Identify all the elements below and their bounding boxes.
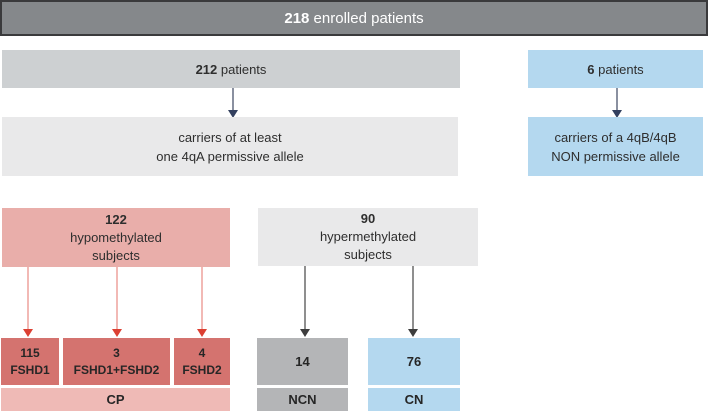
outcome-ncn-box: 14 <box>257 338 348 385</box>
dark-down-arrow-icon-ncn <box>300 329 310 337</box>
non-permissive-patients-text: 6 patients <box>587 60 643 79</box>
dark-arrow-line-cn <box>412 266 414 329</box>
outcome-cn-count: 76 <box>406 354 422 369</box>
carriers-4qb-line1: carriers of a 4qB/4qB <box>554 129 677 145</box>
carriers-4qb-line2: NON permissive allele <box>551 148 680 164</box>
carriers-4qa-line1: carriers of at least <box>178 129 282 145</box>
group-cn-bar: CN <box>368 388 460 411</box>
group-ncn-label: NCN <box>288 392 317 407</box>
dark-arrow-line-ncn <box>304 266 306 329</box>
red-arrow-line-fshd1 <box>27 267 29 329</box>
hypomethylated-box: 122 hypomethylated subjects <box>2 208 230 267</box>
outcome-ncn-count: 14 <box>295 354 310 369</box>
outcome-fshd1-fshd2-count: 3 <box>113 345 120 360</box>
hypermethylated-count: 90 <box>360 211 376 226</box>
enrolled-count: 218 <box>284 9 310 27</box>
down-arrow-icon-permissive <box>228 110 238 118</box>
dark-down-arrow-icon-cn <box>408 329 418 337</box>
hypermethylated-line1: hypermethylated <box>319 229 417 244</box>
red-down-arrow-icon-fshd1-fshd2 <box>112 329 122 337</box>
red-down-arrow-icon-fshd1 <box>23 329 33 337</box>
enrolled-patients-banner: 218 enrolled patients <box>0 0 708 36</box>
outcome-fshd2-count: 4 <box>198 345 206 360</box>
non-permissive-patients-label: patients <box>594 61 644 77</box>
non-permissive-patients-count: 6 <box>587 61 595 77</box>
group-cn-label: CN <box>404 392 424 407</box>
carriers-4qb-box: carriers of a 4qB/4qB NON permissive all… <box>528 117 703 176</box>
red-down-arrow-icon-fshd2 <box>197 329 207 337</box>
outcome-fshd1-fshd2-label: FSHD1+FSHD2 <box>73 362 160 377</box>
down-arrow-icon-non-permissive <box>612 110 622 118</box>
permissive-patients-count: 212 <box>195 61 218 77</box>
outcome-fshd1-label: FSHD1 <box>10 362 50 377</box>
outcome-fshd1-box: 115 FSHD1 <box>1 338 59 385</box>
carriers-4qa-box: carriers of at least one 4qA permissive … <box>2 117 458 176</box>
red-arrow-line-fshd1-fshd2 <box>116 267 118 329</box>
permissive-patients-box: 212 patients <box>2 50 460 88</box>
group-cp-label: CP <box>106 392 125 407</box>
outcome-fshd1-fshd2-box: 3 FSHD1+FSHD2 <box>63 338 170 385</box>
outcome-fshd2-label: FSHD2 <box>182 362 222 377</box>
outcome-fshd1-count: 115 <box>20 345 40 360</box>
outcome-fshd2-box: 4 FSHD2 <box>174 338 230 385</box>
hypomethylated-line1: hypomethylated <box>70 229 162 245</box>
hypermethylated-line2: subjects <box>344 247 392 262</box>
enrolled-patients-text: 218 enrolled patients <box>284 9 423 28</box>
group-ncn-bar: NCN <box>257 388 348 411</box>
hypomethylated-line2: subjects <box>92 247 140 263</box>
down-arrow-line-permissive <box>232 88 234 110</box>
enrolled-label: enrolled patients <box>309 9 424 27</box>
group-cp-bar: CP <box>1 388 230 411</box>
permissive-patients-label: patients <box>217 61 267 77</box>
non-permissive-patients-box: 6 patients <box>528 50 703 88</box>
down-arrow-line-non-permissive <box>616 88 618 110</box>
hypomethylated-count: 122 <box>105 211 127 227</box>
permissive-patients-text: 212 patients <box>196 60 267 79</box>
red-arrow-line-fshd2 <box>201 267 203 329</box>
carriers-4qa-line2: one 4qA permissive allele <box>156 148 304 164</box>
outcome-cn-box: 76 <box>368 338 460 385</box>
hypermethylated-box: 90 hypermethylated subjects <box>258 208 478 266</box>
